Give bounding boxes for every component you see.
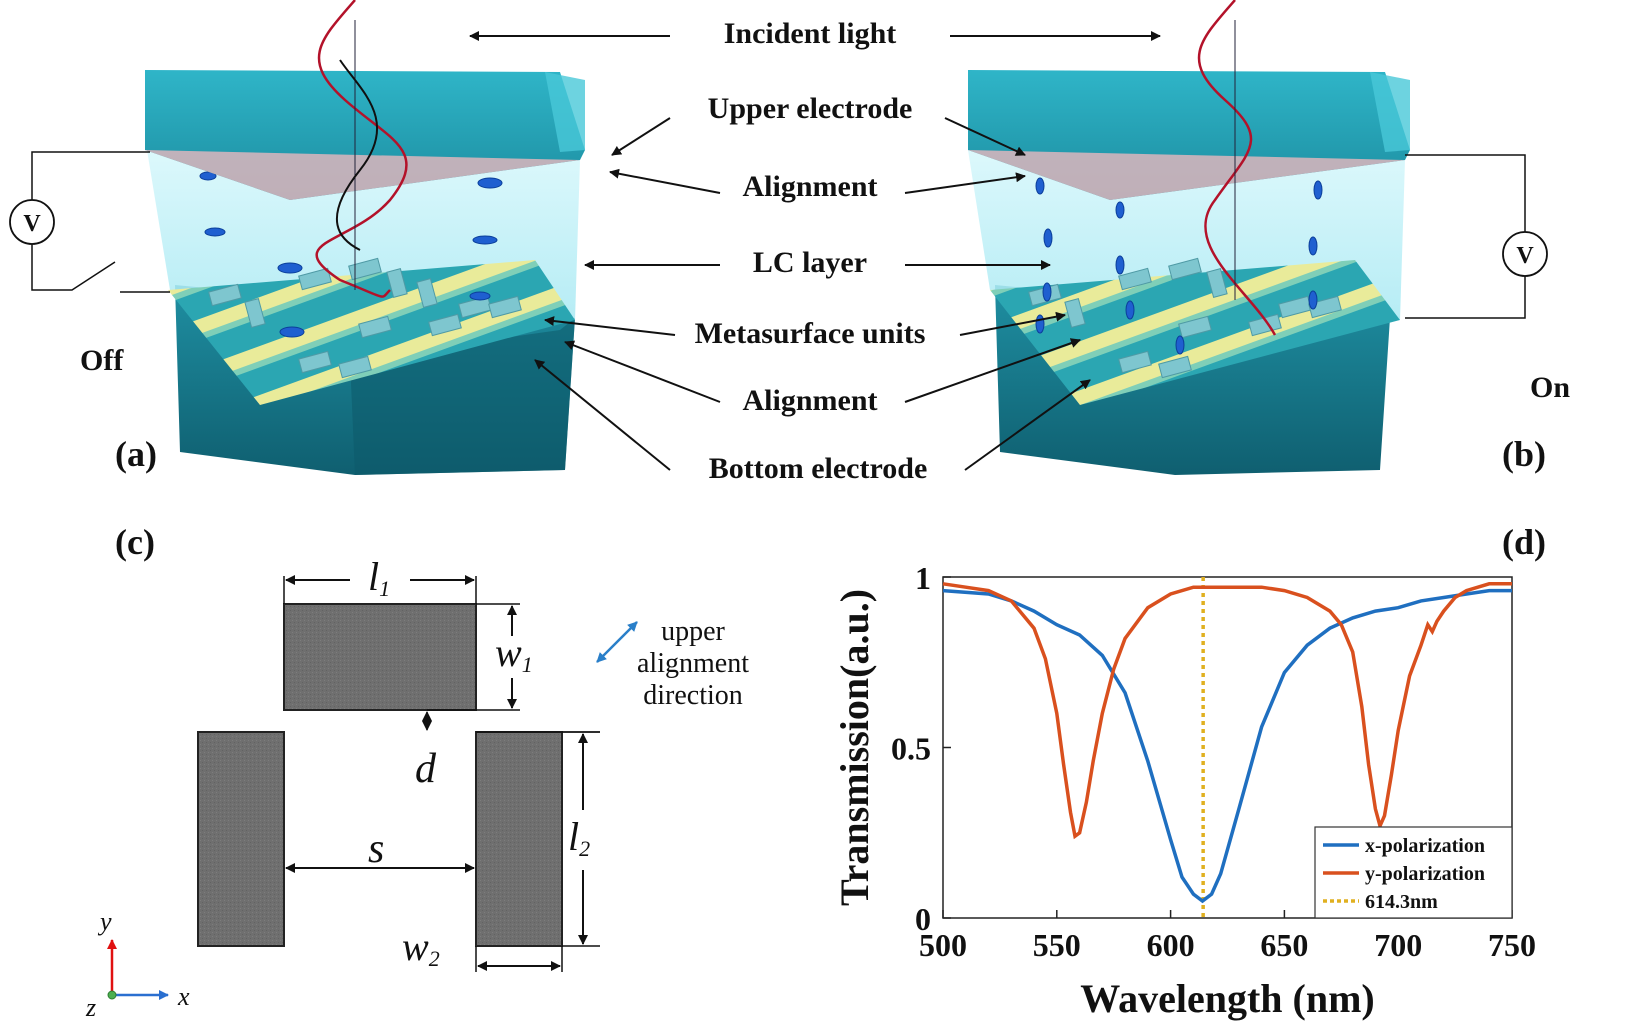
unit-block-top	[283, 603, 477, 711]
w2-symbol: w2	[402, 924, 440, 971]
panel-b-device: V	[968, 0, 1548, 475]
y-axis-label: Transmission(a.u.)	[832, 589, 877, 906]
x-axis-label: Wavelength (nm)	[1080, 976, 1374, 1021]
label-alignment-upper: Alignment	[743, 170, 878, 203]
schematic-labels: Incident light Upper electrode Alignment…	[80, 17, 1570, 485]
label-bottom-electrode: Bottom electrode	[709, 452, 928, 485]
panel-label-c: (c)	[115, 522, 155, 562]
alignment-note-line3: direction	[643, 680, 743, 711]
legend-entry-marker: 614.3nm	[1365, 891, 1438, 913]
voltmeter-right	[1502, 231, 1548, 277]
alignment-note-line1: upper	[661, 616, 725, 647]
unit-block-left	[197, 731, 285, 947]
voltmeter-left	[9, 199, 55, 245]
axis-z-dot	[107, 990, 117, 1000]
axis-x-label: x	[177, 982, 190, 1011]
y-tick-label: 0.5	[891, 731, 931, 767]
label-upper-electrode: Upper electrode	[708, 92, 913, 125]
alignment-note-line2: alignment	[637, 648, 749, 679]
panel-label-b: (b)	[1502, 434, 1546, 474]
l2-symbol: l2	[568, 814, 590, 861]
voltmeter-symbol-right: V	[1516, 243, 1534, 269]
w1-symbol: w1	[495, 630, 533, 677]
x-tick-label: 750	[1488, 927, 1536, 963]
axis-ticks: 500 550 600 650 700 750 0 0.5 1	[891, 560, 1536, 963]
voltmeter-symbol-left: V	[23, 211, 41, 237]
y-tick-label: 0	[915, 901, 931, 937]
off-label: Off	[80, 344, 124, 377]
x-tick-label: 600	[1147, 927, 1195, 963]
label-lc-layer: LC layer	[753, 246, 867, 279]
panel-label-a: (a)	[115, 434, 157, 474]
unit-block-right	[475, 731, 563, 947]
x-tick-label: 550	[1033, 927, 1081, 963]
label-incident-light: Incident light	[724, 17, 897, 50]
label-alignment-lower: Alignment	[743, 384, 878, 417]
x-tick-label: 700	[1374, 927, 1422, 963]
l1-symbol: l1	[368, 554, 390, 601]
panel-label-d: (d)	[1502, 522, 1546, 562]
d-symbol: d	[415, 746, 437, 792]
panel-a-device: V	[9, 0, 585, 475]
panel-c-geometry: l1 w1 d s l2 w2 upper alignment direc	[85, 554, 749, 1022]
axis-y-label: y	[97, 907, 112, 936]
series-x-polarization	[942, 588, 1512, 904]
on-label: On	[1530, 371, 1570, 404]
legend: x-polarization y-polarization 614.3nm	[1314, 826, 1513, 919]
legend-entry-y: y-polarization	[1365, 863, 1485, 885]
y-tick-label: 1	[915, 560, 931, 596]
series-y-polarization	[942, 582, 1512, 840]
alignment-direction-arrow	[596, 621, 638, 663]
legend-entry-x: x-polarization	[1365, 835, 1485, 857]
label-metasurface-units: Metasurface units	[695, 317, 926, 350]
x-tick-label: 500	[919, 927, 967, 963]
axis-z-label: z	[85, 993, 96, 1022]
s-symbol: s	[368, 826, 384, 872]
x-tick-label: 650	[1260, 927, 1308, 963]
